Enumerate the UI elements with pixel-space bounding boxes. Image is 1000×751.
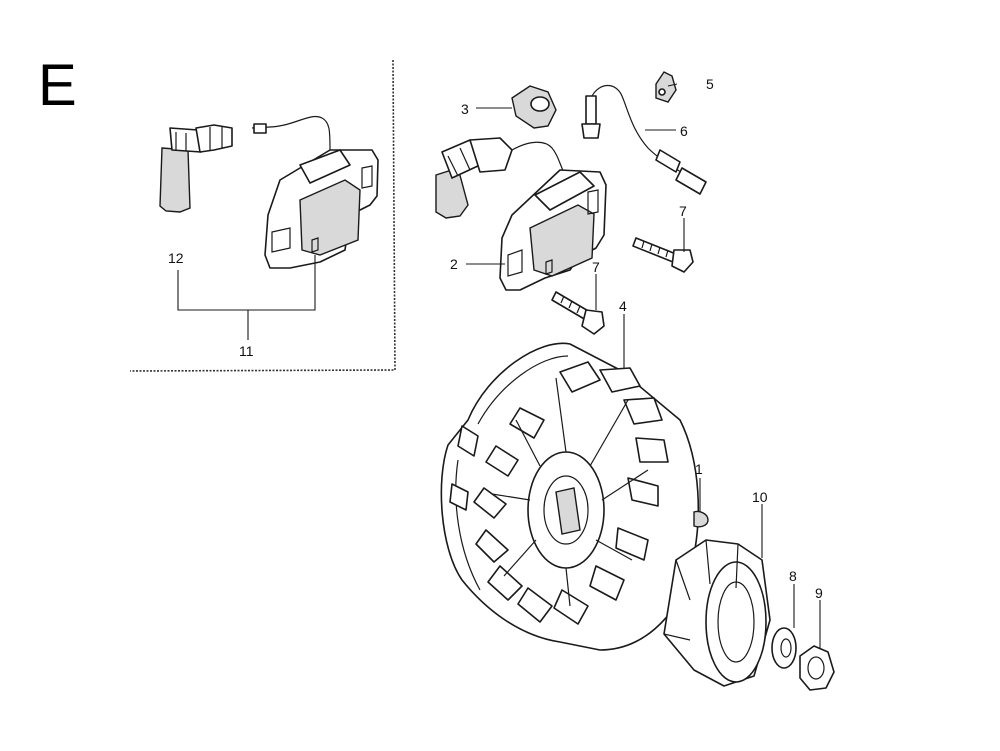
part-6-wire [581, 84, 707, 195]
callout-7-upper: 7 [679, 203, 687, 219]
part-7-bolt-upper [632, 237, 694, 273]
flywheel [440, 342, 700, 651]
callout-9: 9 [815, 585, 823, 601]
part-10-pulley [663, 539, 771, 687]
inset-leaders [177, 255, 316, 340]
callout-2: 2 [450, 256, 458, 272]
part-1-key [693, 510, 709, 528]
ignition-coil [499, 169, 607, 291]
part-5-clip [655, 71, 677, 103]
callout-5: 5 [706, 76, 714, 92]
inset-spark-plug-cap [159, 124, 233, 213]
inset-ignition-coil [251, 116, 379, 269]
callout-6: 6 [680, 123, 688, 139]
callout-10: 10 [752, 489, 768, 505]
section-letter: E [38, 53, 77, 118]
callout-8: 8 [789, 568, 797, 584]
inset-frame [129, 59, 396, 372]
part-9-nut [799, 645, 835, 691]
callout-1: 1 [695, 461, 703, 477]
callout-4: 4 [619, 298, 627, 314]
callout-7-lower: 7 [592, 259, 600, 275]
part-8-washer [771, 627, 797, 669]
part-3-cap [511, 85, 557, 129]
main-leaders [466, 83, 821, 648]
part-7-bolt-lower [551, 291, 605, 335]
callout-12: 12 [168, 250, 184, 266]
callout-11: 11 [239, 343, 254, 359]
spark-plug-cap [435, 137, 566, 219]
callout-3: 3 [461, 101, 469, 117]
